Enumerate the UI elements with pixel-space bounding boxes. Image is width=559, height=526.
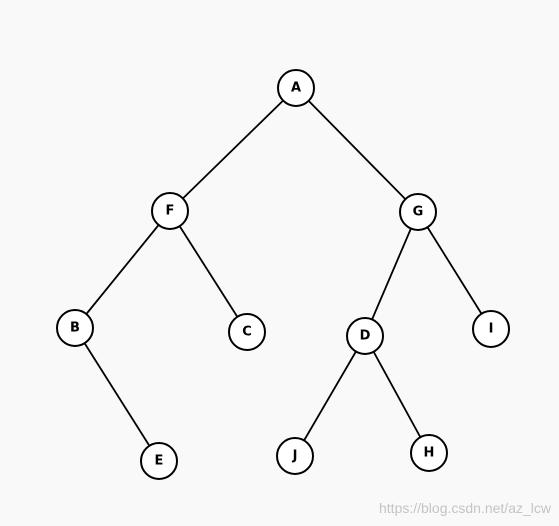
node-label-d: D	[360, 329, 371, 344]
node-circle-g	[399, 193, 437, 231]
node-label-j: J	[292, 449, 298, 464]
node-label-f: F	[166, 204, 175, 219]
node-label-e: E	[155, 454, 164, 469]
tree-node-g: G	[399, 193, 437, 231]
tree-node-h: H	[410, 434, 448, 472]
tree-edges	[74, 87, 492, 462]
node-label-a: A	[291, 81, 301, 96]
edge-g-d	[364, 211, 419, 337]
node-label-c: C	[242, 325, 252, 340]
node-circle-j	[276, 437, 314, 475]
node-circle-c	[228, 313, 266, 351]
node-circle-e	[140, 442, 178, 480]
edge-b-e	[74, 327, 160, 462]
tree-node-a: A	[277, 69, 315, 107]
node-label-h: H	[424, 446, 435, 461]
node-circle-i	[472, 310, 510, 348]
node-label-i: I	[489, 322, 494, 337]
edge-a-f	[169, 87, 297, 212]
edge-g-i	[417, 211, 492, 330]
node-label-b: B	[70, 321, 80, 336]
edge-f-b	[74, 210, 171, 329]
node-circle-b	[56, 309, 94, 347]
node-label-g: G	[413, 205, 424, 220]
edge-d-h	[364, 335, 430, 454]
watermark-text: https://blog.csdn.net/az_lcw	[379, 500, 551, 516]
node-circle-d	[346, 317, 384, 355]
edge-d-j	[294, 335, 366, 457]
tree-node-j: J	[276, 437, 314, 475]
tree-node-b: B	[56, 309, 94, 347]
tree-node-i: I	[472, 310, 510, 348]
node-circle-h	[410, 434, 448, 472]
tree-node-d: D	[346, 317, 384, 355]
node-circle-a	[277, 69, 315, 107]
tree-node-f: F	[151, 192, 189, 230]
tree-node-e: E	[140, 442, 178, 480]
tree-nodes: A F G B C D I E J H	[56, 69, 510, 480]
edge-a-g	[295, 87, 419, 213]
edge-f-c	[169, 210, 248, 333]
tree-node-c: C	[228, 313, 266, 351]
node-circle-f	[151, 192, 189, 230]
